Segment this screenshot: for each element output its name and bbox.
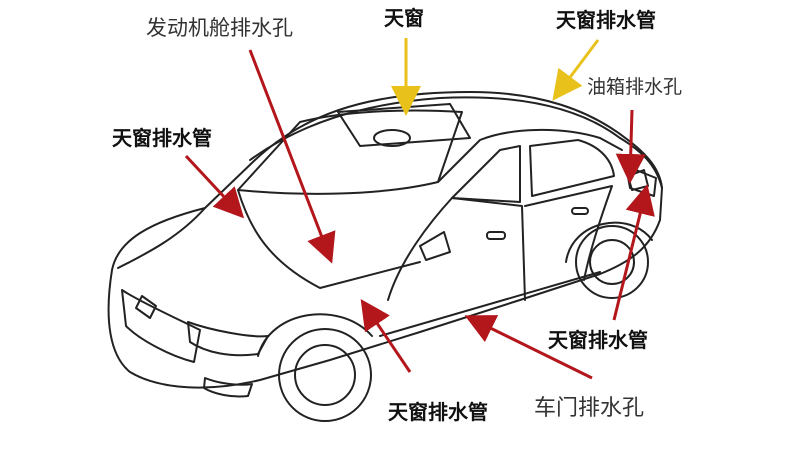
- arrow-sunroof-drain-front-left: [184, 154, 245, 219]
- door-sill: [379, 271, 601, 337]
- arrow-engine-bay-drain: [248, 49, 336, 264]
- front-logo: [135, 295, 157, 319]
- headlight: [187, 321, 269, 357]
- label-engine-bay-drain: 发动机舱排水孔: [146, 16, 293, 40]
- rear-side-window: [529, 139, 615, 197]
- arrow-fuel-tank-drain: [615, 109, 646, 184]
- arrow-sunroof-drain-front-bottom: [360, 299, 412, 373]
- rear-wheel: [575, 225, 649, 299]
- front-wheel: [278, 328, 372, 422]
- label-sunroof-drain-rear-top: 天窗排水管: [556, 8, 656, 32]
- side-mirror: [419, 231, 451, 261]
- sunroof-handle: [373, 129, 411, 147]
- roof-line: [249, 96, 621, 161]
- arrow-door-drain: [464, 315, 593, 380]
- a-pillar: [437, 129, 623, 183]
- front-door-handle: [486, 231, 506, 240]
- rear-door-handle: [571, 207, 589, 215]
- car-body-outline: [107, 91, 663, 389]
- label-sunroof-drain-rear-right: 天窗排水管: [548, 328, 648, 352]
- front-door-line: [387, 197, 526, 301]
- label-fuel-tank-drain: 油箱排水孔: [587, 76, 683, 98]
- arrow-sunroof-drain-rear-top: [552, 39, 600, 101]
- fog-light: [203, 377, 253, 398]
- label-door-drain: 车门排水孔: [534, 396, 645, 421]
- label-sunroof: 天窗: [384, 6, 424, 30]
- hood-line: [117, 207, 206, 269]
- front-side-window: [451, 145, 521, 203]
- label-sunroof-drain-front-bottom: 天窗排水管: [388, 400, 488, 424]
- trunk-line: [619, 137, 663, 189]
- arrow-sunroof-drain-rear-right: [612, 184, 655, 321]
- label-sunroof-drain-front-left: 天窗排水管: [112, 126, 212, 150]
